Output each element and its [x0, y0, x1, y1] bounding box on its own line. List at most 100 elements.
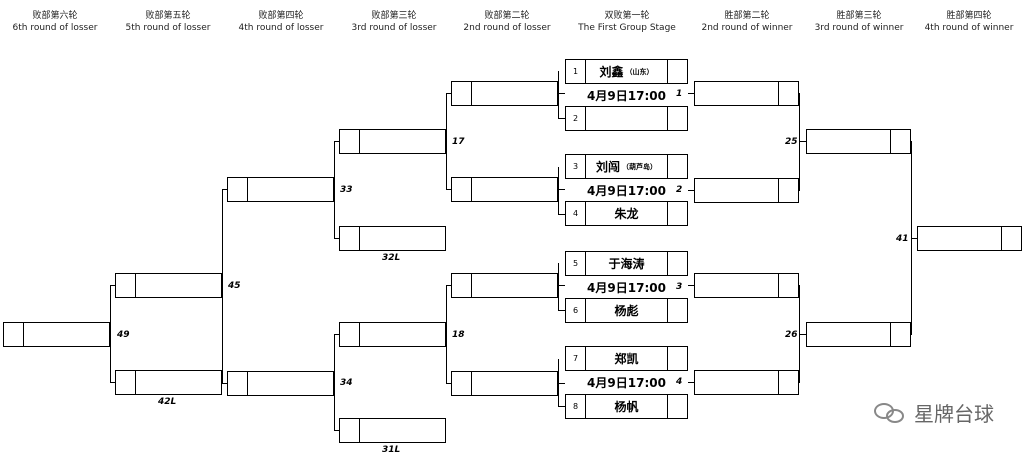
connector	[558, 71, 559, 119]
player-name-text: 郑凯	[614, 352, 639, 366]
player-name-text: 刘鑫	[599, 65, 624, 79]
seat-number: 2	[566, 107, 586, 130]
connector	[334, 334, 340, 335]
header-en: 4th round of losser	[238, 23, 324, 33]
connector	[558, 189, 565, 190]
seat-number	[228, 178, 248, 201]
header-en: 3rd round of winner	[814, 23, 904, 33]
seat-number: 1	[566, 60, 586, 83]
seat-number: 6	[566, 299, 586, 322]
seat-number	[340, 130, 360, 153]
match-number: 1	[676, 89, 683, 99]
header-cn: 胜部第三轮	[836, 11, 882, 21]
match-time: 4月9日17:00	[587, 88, 666, 103]
first-round-slot-5: 5 于海涛	[565, 251, 688, 276]
header-cn: 败部第三轮	[371, 11, 417, 21]
seat-number	[340, 419, 360, 442]
winners-r2-slot	[694, 178, 799, 203]
score-cell	[778, 179, 798, 202]
match-number: 4	[676, 377, 683, 387]
match-label-26: 26	[785, 330, 798, 340]
connector	[558, 359, 559, 407]
match-label-49: 49	[117, 330, 130, 340]
match-time: 4月9日17:00	[587, 375, 666, 390]
connector	[110, 285, 116, 286]
losers-r6-slot	[3, 322, 110, 347]
header-cn: 败部第六轮	[32, 11, 78, 21]
score-cell	[778, 82, 798, 105]
connector	[799, 93, 800, 191]
seat-number	[452, 82, 472, 105]
seat-number	[116, 274, 136, 297]
seat-number	[452, 178, 472, 201]
connector	[334, 430, 340, 431]
losers-r3-slot	[339, 322, 446, 347]
player-name-text: 杨彪	[614, 304, 639, 318]
header-en: 2nd round of losser	[463, 23, 551, 33]
score-cell	[667, 347, 687, 370]
header-cn: 胜部第四轮	[946, 11, 992, 21]
header-losers-r6: 败部第六轮 6th round of losser	[0, 10, 110, 34]
header-en: 6th round of losser	[12, 23, 98, 33]
connector	[688, 93, 694, 94]
connector	[558, 93, 565, 94]
player-name: 郑凯	[586, 347, 667, 370]
connector	[558, 310, 565, 311]
score-cell	[778, 371, 798, 394]
losers-r2-slot	[451, 371, 558, 396]
seat-number	[116, 371, 136, 394]
player-name: 杨帆	[586, 395, 667, 418]
winners-r2-slot	[694, 370, 799, 395]
connector	[222, 189, 228, 190]
match-label-25: 25	[785, 137, 798, 147]
seat-number	[452, 274, 472, 297]
player-name: 朱龙	[586, 202, 667, 225]
winners-r3-slot	[806, 322, 911, 347]
score-cell	[1001, 227, 1021, 250]
losers-r4-slot	[227, 371, 334, 396]
first-round-slot-3: 3 刘闯（葫芦岛）	[565, 154, 688, 179]
connector	[446, 285, 447, 384]
connector	[558, 118, 565, 119]
connector	[688, 285, 694, 286]
connector	[558, 214, 565, 215]
losers-r4-slot	[227, 177, 334, 202]
score-cell	[667, 252, 687, 275]
header-cn: 败部第五轮	[145, 11, 191, 21]
loser-label-42L: 42L	[158, 397, 177, 407]
header-cn: 双败第一轮	[604, 11, 650, 21]
match-time: 4月9日17:00	[587, 183, 666, 198]
header-en: 5th round of losser	[125, 23, 211, 33]
losers-r2-slot	[451, 273, 558, 298]
connector	[334, 334, 335, 431]
losers-r5-slot	[115, 370, 222, 395]
score-cell	[890, 323, 910, 346]
connector	[446, 285, 452, 286]
match-label-18: 18	[452, 330, 465, 340]
connector	[799, 141, 806, 142]
connector	[558, 263, 559, 311]
player-name-text: 刘闯	[595, 160, 620, 174]
score-cell	[667, 395, 687, 418]
connector	[446, 189, 452, 190]
header-winners-r3: 胜部第三轮 3rd round of winner	[804, 10, 914, 34]
match-label-17: 17	[452, 137, 465, 147]
seat-number: 4	[566, 202, 586, 225]
seat-number	[228, 372, 248, 395]
player-name-text: 杨帆	[614, 400, 639, 414]
connector	[110, 285, 111, 383]
watermark-text: 星牌台球	[914, 402, 994, 426]
losers-r3-slot	[339, 418, 446, 443]
score-cell	[667, 155, 687, 178]
first-round-slot-2: 2	[565, 106, 688, 131]
header-cn: 败部第二轮	[484, 11, 530, 21]
player-name: 于海涛	[586, 252, 667, 275]
score-cell	[890, 130, 910, 153]
losers-r2-slot	[451, 81, 558, 106]
seat-number	[4, 323, 24, 346]
first-round-slot-4: 4 朱龙	[565, 201, 688, 226]
header-cn: 胜部第二轮	[724, 11, 770, 21]
seat-number	[340, 227, 360, 250]
match-number: 3	[676, 282, 683, 292]
